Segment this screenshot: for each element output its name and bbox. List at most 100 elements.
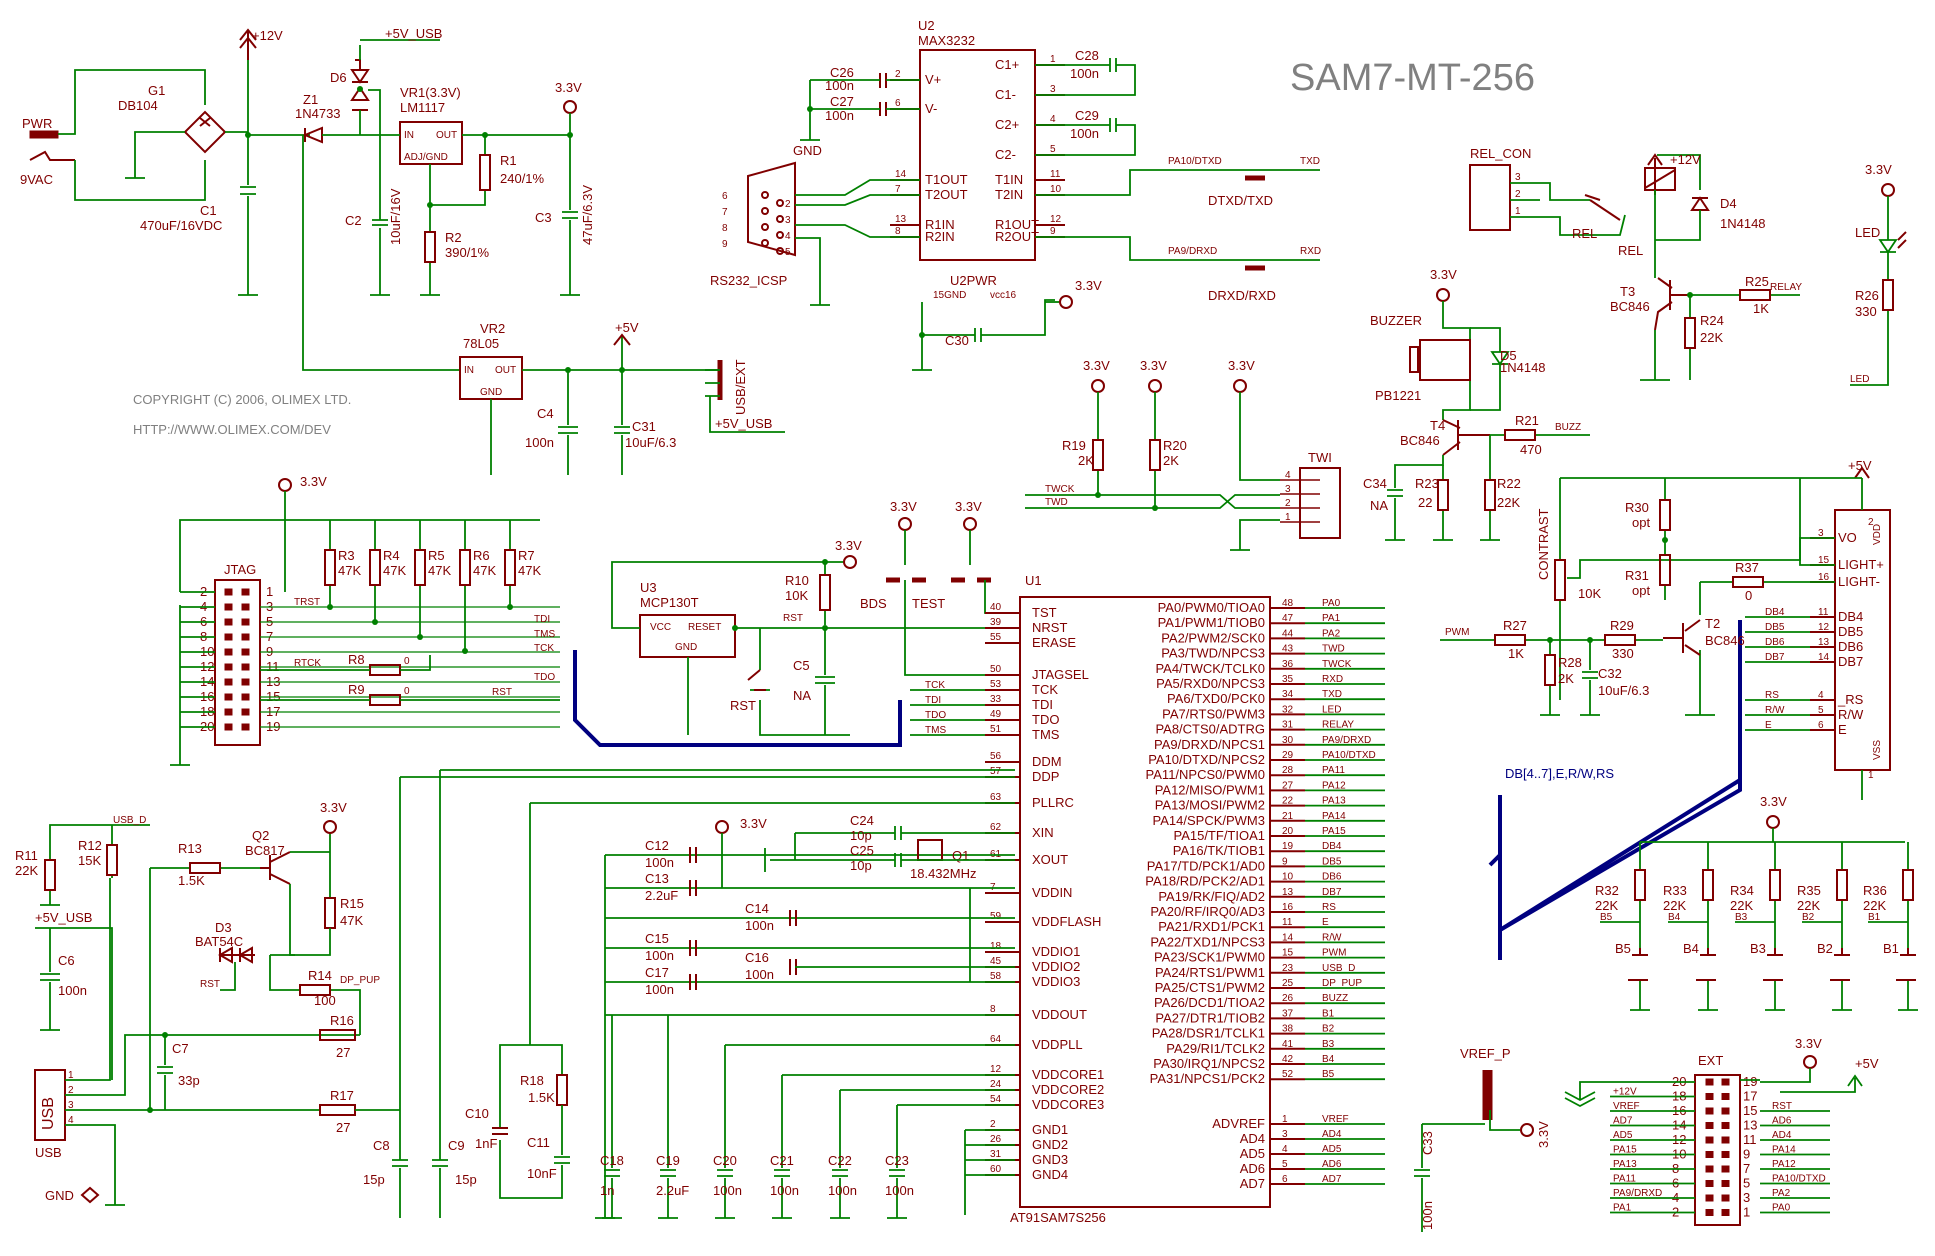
reset-section: U3 MCP130T VCC RESET GND 3.3V R10 10K RS… <box>611 499 1015 736</box>
svg-text:1K: 1K <box>1508 646 1524 661</box>
max-pin-number: 9 <box>1050 226 1056 237</box>
svg-text:100n: 100n <box>1070 126 1099 141</box>
mcu-pin-label: TCK <box>1032 682 1058 697</box>
jtag-pin <box>224 603 233 611</box>
ext-pin-number: 5 <box>1743 1176 1750 1191</box>
svg-text:3.3V: 3.3V <box>555 80 582 95</box>
svg-text:C26: C26 <box>830 65 854 80</box>
mcu-net-label: B4 <box>1322 1054 1335 1065</box>
svg-text:3.3V: 3.3V <box>740 816 767 831</box>
max-pin-number: 7 <box>895 184 901 195</box>
svg-text:TDO: TDO <box>534 672 555 683</box>
plus12v-arrow <box>239 28 257 60</box>
mcu-pin-number: 52 <box>1282 1069 1294 1080</box>
db9-pin <box>776 215 784 223</box>
svg-text:+5V: +5V <box>1855 1056 1879 1071</box>
ext-pin <box>1721 1180 1730 1187</box>
mcu-net-label: TWCK <box>1322 659 1352 670</box>
mcu-pin-label: PA25/CTS1/PWM2 <box>1155 980 1265 995</box>
svg-text:2K: 2K <box>1078 453 1094 468</box>
button-wire <box>1698 842 1718 1011</box>
svg-text:2K: 2K <box>1163 453 1179 468</box>
pullup-value: 47K <box>428 563 451 578</box>
svg-text:2: 2 <box>68 1085 74 1096</box>
ext-pin <box>1705 1209 1714 1216</box>
ext-net-label: RST <box>1772 1101 1792 1112</box>
mcu-pin-number: 64 <box>990 1034 1002 1045</box>
mcu-pin-label: PA28/DSR1/TCLK1 <box>1152 1026 1265 1041</box>
mcu-net-label: RS <box>1322 902 1336 913</box>
wire-junction <box>462 648 468 654</box>
svg-text:USB/EXT: USB/EXT <box>733 359 748 415</box>
mcu-net-label: BUZZ <box>1322 993 1348 1004</box>
ext-pin <box>1705 1093 1714 1100</box>
led-section: 3.3V LED R26 330 LED <box>1850 162 1907 386</box>
svg-text:C9: C9 <box>448 1138 465 1153</box>
svg-text:R9: R9 <box>348 682 365 697</box>
mcu-pin-label: TMS <box>1032 727 1060 742</box>
max-pin-number: 4 <box>1050 114 1056 125</box>
button-resistor-label: R33 <box>1663 883 1687 898</box>
capacitor <box>689 880 697 896</box>
pushbutton[interactable] <box>1896 948 1916 981</box>
svg-text:R21: R21 <box>1515 413 1539 428</box>
button-wire <box>1832 842 1852 1011</box>
jtag-pin <box>224 633 233 641</box>
mcu-pin-number: 3 <box>1282 1129 1288 1140</box>
svg-text:DP_PUP: DP_PUP <box>340 975 380 986</box>
pullup-label: R3 <box>338 548 355 563</box>
jtag-pin <box>241 693 250 701</box>
mcu-pin-label: GND3 <box>1032 1152 1068 1167</box>
pushbutton[interactable] <box>1628 948 1648 981</box>
pushbutton[interactable] <box>1830 948 1850 981</box>
pushbutton[interactable] <box>1763 948 1783 981</box>
lcd-pin-label: R/W <box>1838 707 1864 722</box>
mcu-net-label: E <box>1322 917 1329 928</box>
mcu-pin-label: PA7/RTS0/PWM3 <box>1162 706 1265 721</box>
svg-text:R17: R17 <box>330 1088 354 1103</box>
max-pin-label: T2IN <box>995 187 1023 202</box>
mcu-pin-number: 38 <box>1282 1024 1294 1035</box>
svg-text:10p: 10p <box>850 828 872 843</box>
svg-text:RELAY: RELAY <box>1770 282 1802 293</box>
mcu-pin-number: 41 <box>1282 1039 1294 1050</box>
mcu-pin-label: PA13/MOSI/PWM2 <box>1155 798 1265 813</box>
svg-text:U2PWR: U2PWR <box>950 273 997 288</box>
svg-text:NA: NA <box>793 688 811 703</box>
svg-text:C34: C34 <box>1363 476 1387 491</box>
mcu-pin-label: VDDCORE3 <box>1032 1097 1104 1112</box>
ext-pin-number: 7 <box>1743 1161 1750 1176</box>
pushbutton[interactable] <box>1696 948 1716 981</box>
svg-text:RTCK: RTCK <box>294 658 321 669</box>
lcd-net-label: R/W <box>1765 705 1785 716</box>
schematic-title: SAM7-MT-256 <box>1290 57 1535 99</box>
ext-net-label: PA14 <box>1772 1145 1796 1156</box>
svg-text:C3: C3 <box>535 210 552 225</box>
mcu-pin-label: PA19/RK/FIQ/AD2 <box>1158 889 1265 904</box>
jtag-pin <box>224 723 233 731</box>
mcu-net-label: PA2 <box>1322 628 1341 639</box>
capacitor-label: C12 <box>645 838 669 853</box>
svg-text:C11: C11 <box>527 1135 550 1150</box>
mcu-pin-number: 18 <box>990 941 1002 952</box>
capacitor-value: 100n <box>645 982 674 997</box>
svg-text:100n: 100n <box>58 983 87 998</box>
pullup-value: 47K <box>383 563 406 578</box>
capacitor-value: 100n <box>828 1183 857 1198</box>
svg-text:GND: GND <box>793 143 822 158</box>
ext-net-label: PA1 <box>1613 1203 1632 1214</box>
ext-pin <box>1705 1194 1714 1202</box>
svg-text:330: 330 <box>1855 304 1877 319</box>
pullup-resistor <box>459 549 471 586</box>
mcu-pin-label: PA12/MISO/PWM1 <box>1155 782 1265 797</box>
mcu-pin-number: 60 <box>990 1164 1002 1175</box>
lcd-net-label: DB4 <box>1765 607 1785 618</box>
svg-text:C10: C10 <box>465 1106 489 1121</box>
lcd-pin-label: LIGHT- <box>1838 574 1880 589</box>
svg-text:1: 1 <box>1285 512 1291 523</box>
mcu-net-label: PA15 <box>1322 826 1346 837</box>
pullup-label: R6 <box>473 548 490 563</box>
svg-text:3.3V: 3.3V <box>1083 358 1110 373</box>
